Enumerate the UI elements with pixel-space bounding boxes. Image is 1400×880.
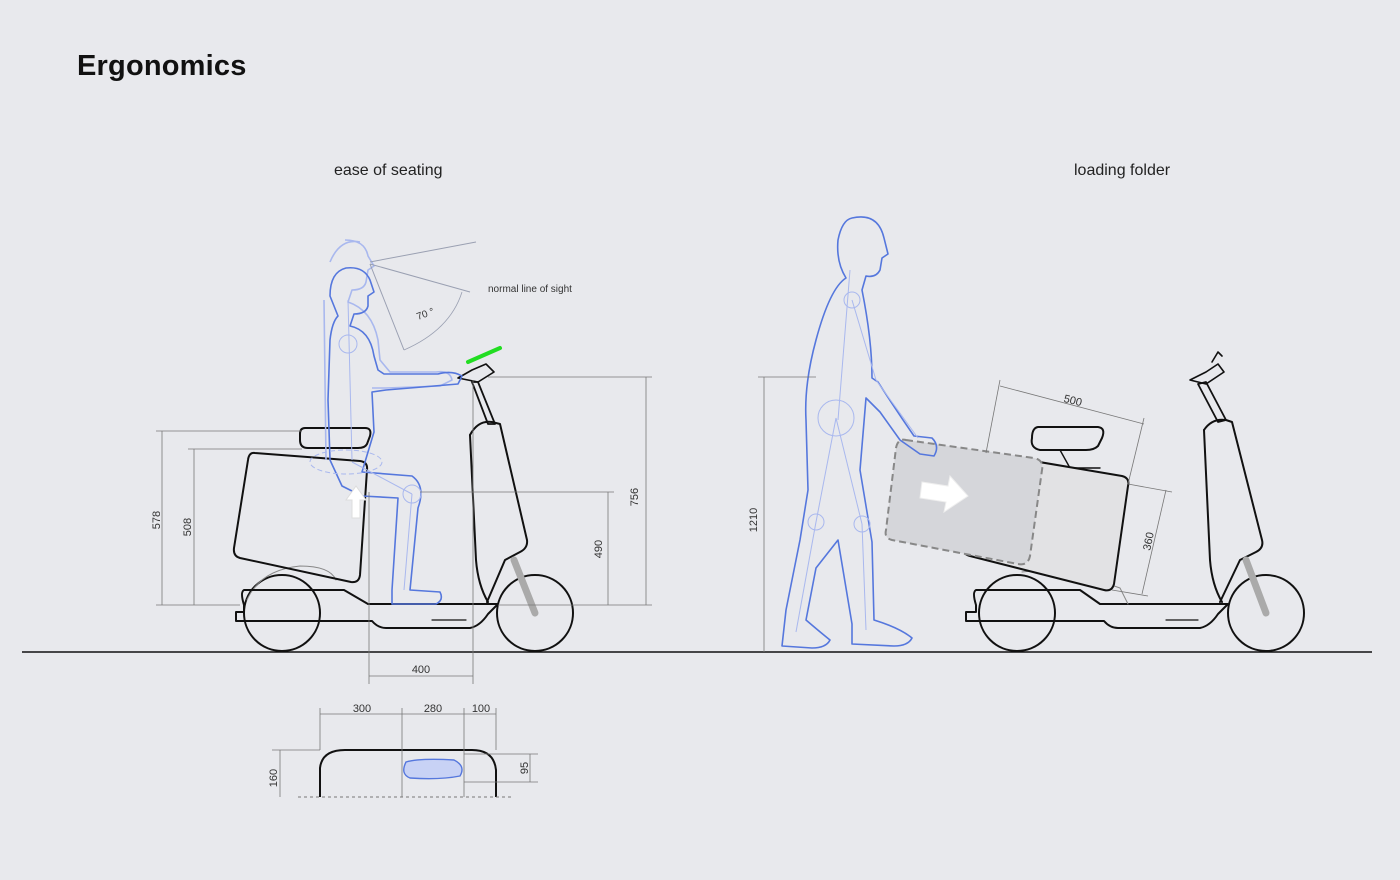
- rear-fender: [246, 565, 337, 601]
- handlebar: [457, 363, 495, 383]
- steering-column: [1197, 381, 1227, 423]
- dimensions-seating: [156, 376, 652, 684]
- front-fascia: [1203, 429, 1223, 603]
- rider-joint-knee: [402, 484, 422, 504]
- dim-100: 100: [472, 703, 490, 715]
- angle-label: 70 °: [415, 306, 436, 322]
- rider-joint-chest: [338, 334, 358, 354]
- dim-490: 490: [593, 540, 605, 558]
- front-wheel: [1227, 574, 1305, 652]
- dim-300: 300: [353, 703, 371, 715]
- rider-spine: [347, 299, 353, 461]
- mirror: [1211, 351, 1223, 363]
- seat-section-outline: [319, 749, 497, 797]
- scooter-seating: [232, 346, 574, 652]
- standing-joint-knee-b: [807, 513, 825, 531]
- rider-shin: [403, 493, 413, 591]
- seat-cushion: [403, 758, 463, 780]
- arrow-right-icon: [919, 474, 969, 514]
- section-title-loading: loading folder: [1074, 162, 1171, 179]
- standing-joint-hip: [817, 399, 855, 437]
- rider-pelvis: [309, 449, 383, 475]
- front-body: [469, 420, 529, 603]
- standing-spine: [837, 269, 851, 421]
- floor-deck: [965, 589, 1229, 629]
- standing-joint-shoulder: [843, 291, 861, 309]
- dim-756: 756: [629, 488, 641, 506]
- folder-ghost: [884, 438, 1044, 566]
- fork: [1242, 556, 1270, 617]
- rider-seated: [309, 239, 463, 605]
- front-body: [1203, 418, 1264, 603]
- dim-280: 280: [424, 703, 442, 715]
- section-title-seating: ease of seating: [334, 162, 443, 179]
- handlebar-grip-green: [466, 346, 502, 364]
- dim-500: 500: [1062, 393, 1083, 409]
- arrow-up-icon: [345, 485, 367, 519]
- rider-thigh: [351, 461, 413, 495]
- fork: [510, 556, 539, 617]
- rider-ghost: [344, 239, 453, 389]
- rider-head: [327, 266, 463, 605]
- dim-1210: 1210: [748, 508, 760, 532]
- front-wheel: [496, 574, 574, 652]
- seat: [1030, 426, 1105, 451]
- rear-wheel: [978, 574, 1056, 652]
- dim-360: 360: [1141, 531, 1157, 551]
- seat-post: [1059, 449, 1101, 469]
- floor-deck: [235, 589, 499, 629]
- sight-lines: [369, 241, 477, 351]
- rider-ghost-torso: [323, 240, 361, 461]
- sight-label: normal line of sight: [488, 284, 572, 295]
- seat: [299, 427, 372, 449]
- dimensions-loading: [758, 376, 1173, 652]
- dim-400: 400: [412, 664, 430, 676]
- dim-508: 508: [182, 518, 194, 536]
- dim-160: 160: [268, 769, 280, 787]
- storage-box: [232, 451, 369, 584]
- front-fascia: [469, 434, 489, 603]
- standing-body: [781, 216, 938, 649]
- rider-standing: [781, 216, 938, 649]
- dim-95: 95: [519, 762, 531, 774]
- handlebar: [1189, 363, 1225, 385]
- page-title: Ergonomics: [77, 50, 247, 82]
- steering-column: [471, 381, 496, 425]
- seat-section: [272, 708, 538, 798]
- dim-578: 578: [151, 511, 163, 529]
